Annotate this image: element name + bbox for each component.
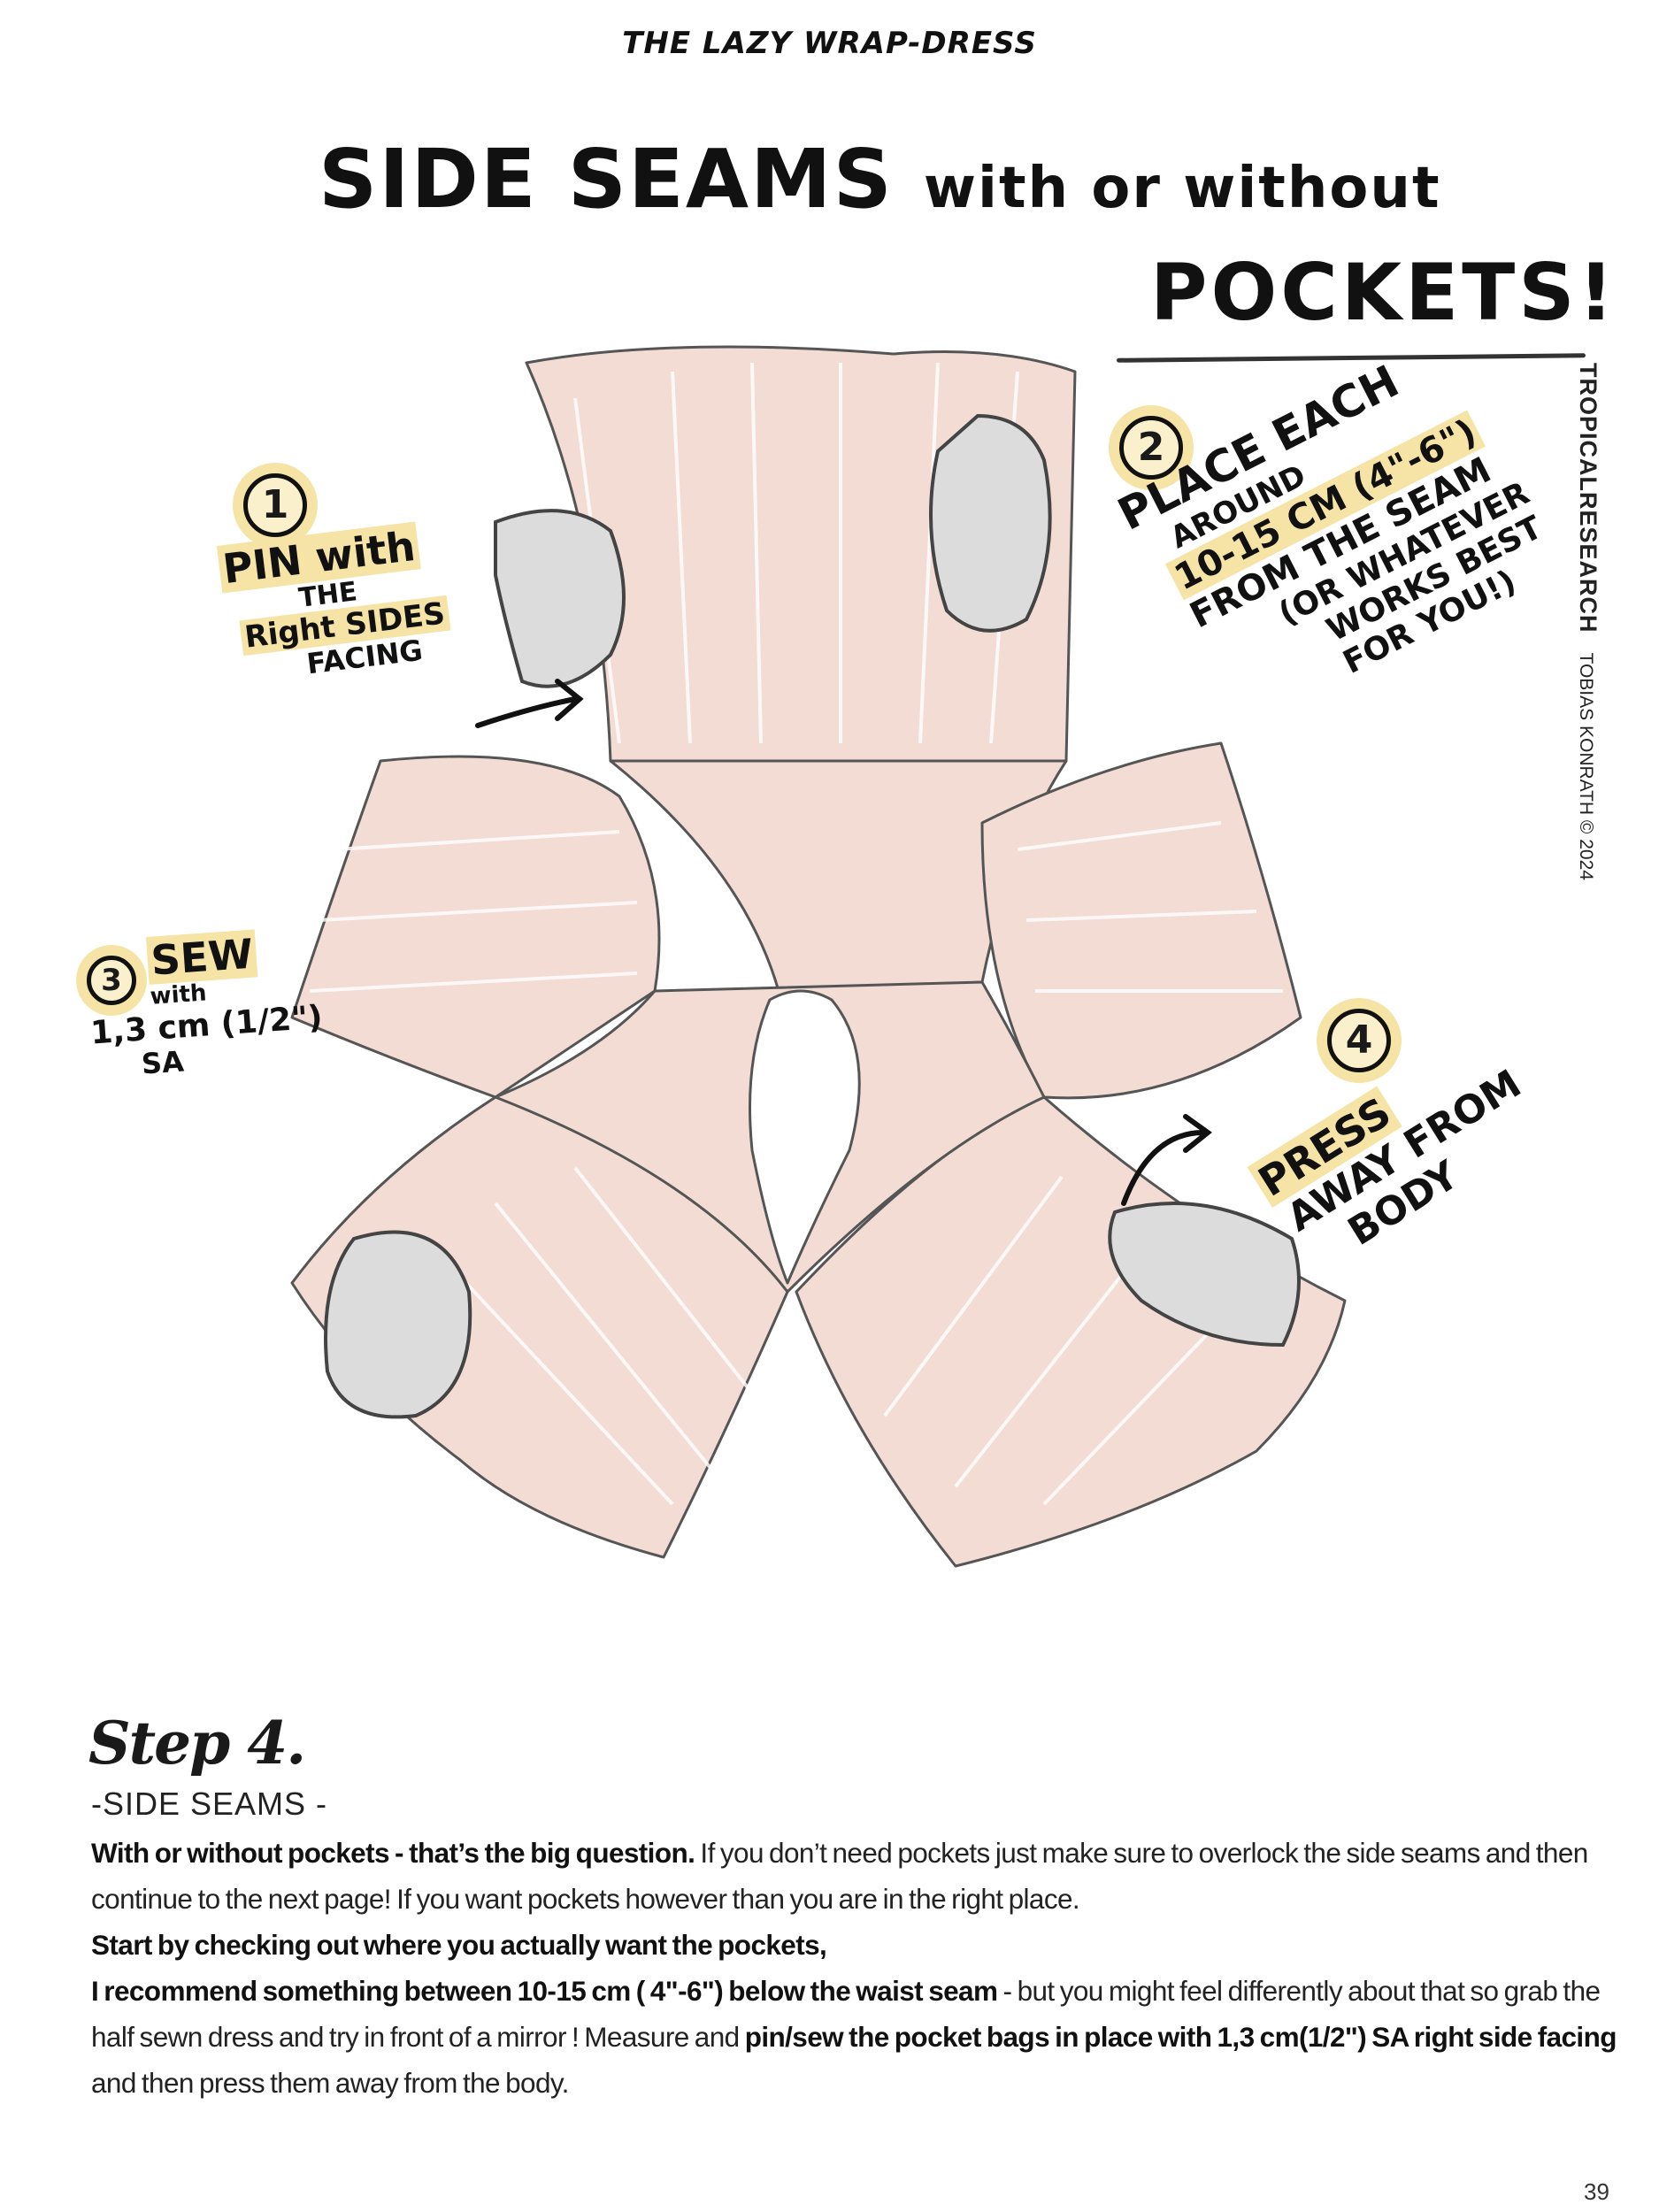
text-segment: I recommend something between 10-15 cm (… [91,1975,998,2007]
text-segment: If you don’t need pockets just make sure… [91,1837,1588,1915]
page-number: 39 [1584,2178,1609,2205]
arrow-4 [1121,1114,1212,1206]
step-marker-1: 1 [243,473,307,537]
step-subtitle: -SIDE SEAMS - [91,1786,328,1822]
step-marker-2: 2 [1119,416,1183,480]
step-title: Step 4. [88,1709,306,1778]
title-main: SIDE SEAMS [319,132,894,227]
arrow-1 [475,679,584,728]
right-panel [980,741,1302,1100]
dress-illustration [290,345,1347,1568]
annotation-1: PIN with THE Right SIDES FACING [216,521,451,690]
step-marker-3: 3 [87,956,136,1005]
annotation-3: SEW with 1,3 cm (1/2") SA [89,922,388,1081]
title-sub: with or without [923,156,1441,221]
title-pockets: POCKETS! [1150,247,1617,338]
pocket-bag-4 [1108,1202,1301,1348]
center-opening [749,989,861,1285]
step-instructions: With or without pockets - that’s the big… [91,1830,1631,2106]
text-segment: With or without pockets - that’s the big… [91,1837,695,1869]
text-segment: Start by checking out where you actually… [91,1929,827,1961]
pocket-bag-2 [929,413,1052,633]
text-segment: pin/sew the pocket bags in place with 1,… [744,2021,1617,2053]
pocket-bag-3 [324,1230,472,1419]
text-segment: and then press them away from the body. [91,2067,569,2099]
page-title: SIDE SEAMS with or without [319,133,1441,227]
book-title-header: THE LAZY WRAP-DRESS [622,26,1037,61]
pocket-bag-1 [494,509,626,688]
step-marker-4: 4 [1327,1009,1391,1072]
text-segment: - but you might feel differently about t… [91,1975,1601,2053]
